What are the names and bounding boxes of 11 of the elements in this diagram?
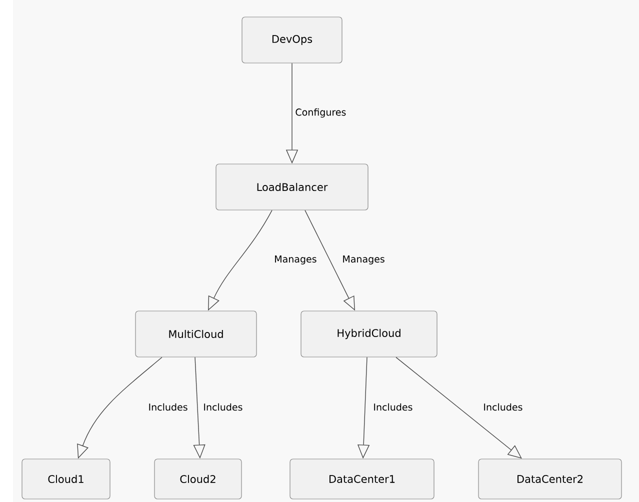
edge-label: Manages [273,254,318,266]
process-box: MultiCloud [135,310,257,358]
process-box: Cloud2 [154,458,242,500]
process-box: DataCenter1 [290,458,434,500]
process-box: DataCenter2 [478,458,622,500]
process-box: Cloud1 [22,458,110,500]
edge-label: Configures [294,107,348,119]
edge-label: Manages [341,254,386,266]
process-box: HybridCloud [300,310,438,358]
process-box: DevOps [242,16,342,64]
process-box: LoadBalancer [216,164,368,210]
